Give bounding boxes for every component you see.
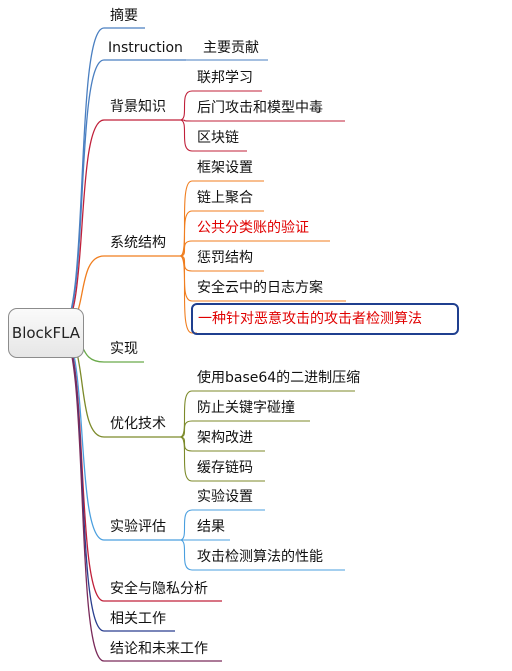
connector-system-child-2 [179,240,193,257]
connector-abstract [59,27,105,331]
highlight-box [191,303,459,335]
branch-related[interactable]: 相关工作 [110,611,166,627]
connector-system-child-1 [179,210,193,257]
child-blockchain[interactable]: 区块链 [197,130,239,146]
connector-instruction [59,59,105,331]
connector-security [59,329,105,602]
branch-security[interactable]: 安全与隐私分析 [110,581,208,597]
connector-optimization-child-2 [179,436,193,452]
connector-background-child-0 [179,90,193,121]
child-federated-learning[interactable]: 联邦学习 [197,70,253,86]
branch-system[interactable]: 系统结构 [110,235,166,251]
connector-system-child-3 [179,255,193,272]
root-label: BlockFLA [11,324,81,342]
branch-optimization[interactable]: 优化技术 [110,416,166,432]
child-backdoor-poisoning[interactable]: 后门攻击和模型中毒 [197,100,323,116]
child-onchain-aggregation[interactable]: 链上聚合 [197,190,253,206]
connector-evaluation-child-2 [179,539,193,571]
branch-implementation[interactable]: 实现 [110,341,138,357]
connector-background [59,119,105,331]
child-penalty-structure[interactable]: 惩罚结构 [197,250,253,266]
child-cloud-logging[interactable]: 安全云中的日志方案 [197,280,323,296]
child-results[interactable]: 结果 [197,519,225,535]
child-ledger-verification[interactable]: 公共分类账的验证 [197,220,309,236]
connector-optimization-child-3 [179,436,193,482]
child-attacker-detection[interactable]: 一种针对恶意攻击的攻击者检测算法 [198,311,422,327]
connector-background-child-2 [179,119,193,152]
child-experiment-setup[interactable]: 实验设置 [197,489,253,505]
child-base64-compression[interactable]: 使用base64的二进制压缩 [197,370,361,386]
branch-conclusion[interactable]: 结论和未来工作 [110,641,208,657]
root-node[interactable]: BlockFLA [8,308,84,358]
child-detection-performance[interactable]: 攻击检测算法的性能 [197,549,323,565]
child-key-collision[interactable]: 防止关键字碰撞 [197,400,295,416]
connector-optimization-child-1 [179,420,193,438]
connector-system-child-4 [179,255,193,302]
child-architecture-improve[interactable]: 架构改进 [197,430,253,446]
branch-instruction[interactable]: Instruction [108,40,183,56]
branch-abstract[interactable]: 摘要 [110,8,138,24]
child-main-contribution[interactable]: 主要贡献 [203,40,259,56]
connector-system-child-5 [179,255,193,334]
connector-optimization-child-0 [179,390,193,438]
child-framework-setup[interactable]: 框架设置 [197,160,253,176]
branch-evaluation[interactable]: 实验评估 [110,519,166,535]
child-cache-chaincode[interactable]: 缓存链码 [197,460,253,476]
branch-background[interactable]: 背景知识 [110,99,166,115]
connector-evaluation-child-0 [179,509,193,541]
